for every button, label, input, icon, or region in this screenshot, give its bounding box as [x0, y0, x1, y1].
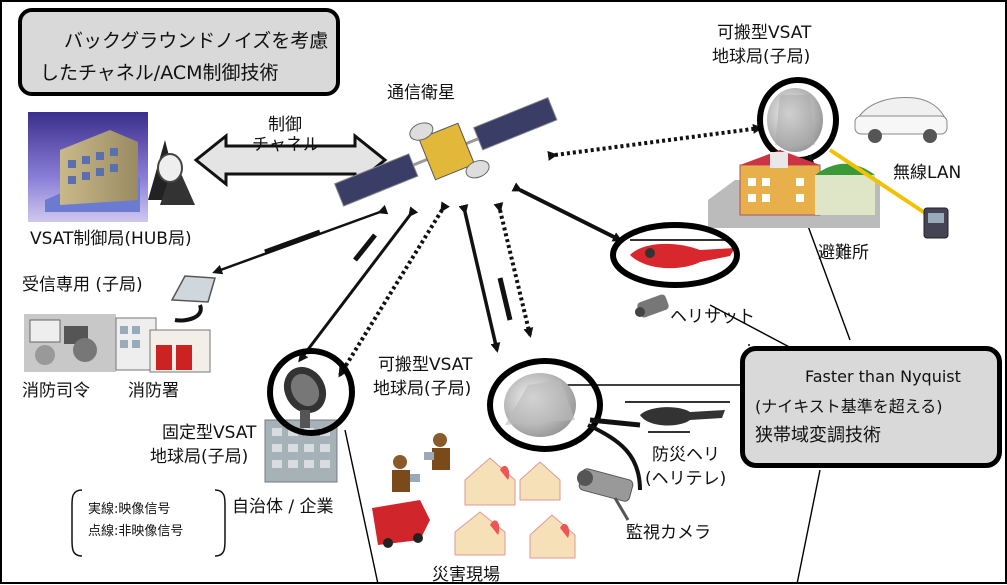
label-disaster-heli-2: (ヘリテレ): [645, 469, 727, 489]
label-control-channel-2: チャネル: [252, 135, 320, 155]
mid-to-camera-cable: [587, 423, 642, 491]
mobile-phone-image: [923, 207, 949, 239]
satellite-image: [333, 96, 558, 207]
car-image: [854, 97, 948, 143]
fire-command-image: [24, 314, 116, 372]
technique-box-channel-acm: バックグラウンドノイズを考慮 したチャネル/ACM制御技術: [18, 8, 340, 96]
hub-building-image: [28, 112, 195, 222]
technique-box-line2: したチャネル/ACM制御技術: [40, 62, 279, 84]
surveillance-camera-image: [577, 468, 634, 521]
label-rx-only: 受信専用 (子局): [22, 275, 143, 295]
legend-bracket: [71, 489, 226, 557]
ftn-box-line1: Faster than Nyquist: [805, 367, 961, 386]
label-portable-mid-1: 可搬型VSAT: [378, 355, 473, 375]
fire-station-image: [115, 317, 211, 373]
ftn-box-line2: (ナイキスト基準を超える): [755, 397, 943, 416]
ftn-callout-lines: [344, 149, 851, 584]
helisat-image: [624, 226, 736, 282]
label-satellite: 通信衛星: [387, 83, 455, 103]
legend-solid: 実線:映像信号: [88, 502, 171, 517]
label-fixed-vsat-1: 固定型VSAT: [162, 423, 257, 443]
portable-vsat-mid-image: [504, 373, 576, 437]
wireless-lan-line: [828, 148, 930, 217]
label-disaster-heli-1: 防災ヘリ: [652, 445, 720, 465]
label-wireless-lan: 無線LAN: [893, 163, 962, 183]
label-fire-command: 消防司令: [22, 381, 90, 401]
label-portable-top-1: 可搬型VSAT: [717, 23, 812, 43]
disaster-heli-image: [625, 401, 730, 433]
label-heli-sat: ヘリサット: [670, 307, 755, 327]
label-municipality: 自治体 / 企業: [232, 497, 334, 517]
disaster-site-image: [372, 433, 576, 559]
label-hub: VSAT制御局(HUB局): [30, 229, 192, 249]
ftn-box-line3: 狭帯域変調技術: [755, 425, 881, 446]
label-shelter: 避難所: [818, 243, 869, 263]
technique-box-line1: バックグラウンドノイズを考慮: [64, 30, 329, 52]
shelter-image: [708, 150, 880, 228]
helisat-highlight: [610, 222, 740, 288]
heli-camera-image: [635, 294, 669, 318]
legend-dotted: 点線:非映像信号: [88, 524, 184, 539]
label-fixed-vsat-2: 地球局(子局): [150, 447, 249, 467]
control-channel-arrow: [193, 132, 388, 188]
label-portable-mid-2: 地球局(子局): [373, 379, 472, 399]
portable-vsat-mid-highlight: [487, 358, 603, 452]
rx-only-antenna: [170, 275, 216, 323]
label-disaster-site: 災害現場: [432, 565, 500, 585]
label-fire-station: 消防署: [128, 381, 179, 401]
link-arrows: [212, 123, 763, 378]
label-control-channel-1: 制御: [268, 115, 302, 135]
technique-box-ftn: Faster than Nyquist (ナイキスト基準を超える) 狭帯域変調技…: [740, 346, 1002, 468]
label-surveillance: 監視カメラ: [626, 523, 711, 543]
portable-vsat-top-image: [767, 88, 823, 152]
label-portable-top-2: 地球局(子局): [712, 47, 811, 67]
fixed-vsat-highlight: [267, 348, 355, 436]
